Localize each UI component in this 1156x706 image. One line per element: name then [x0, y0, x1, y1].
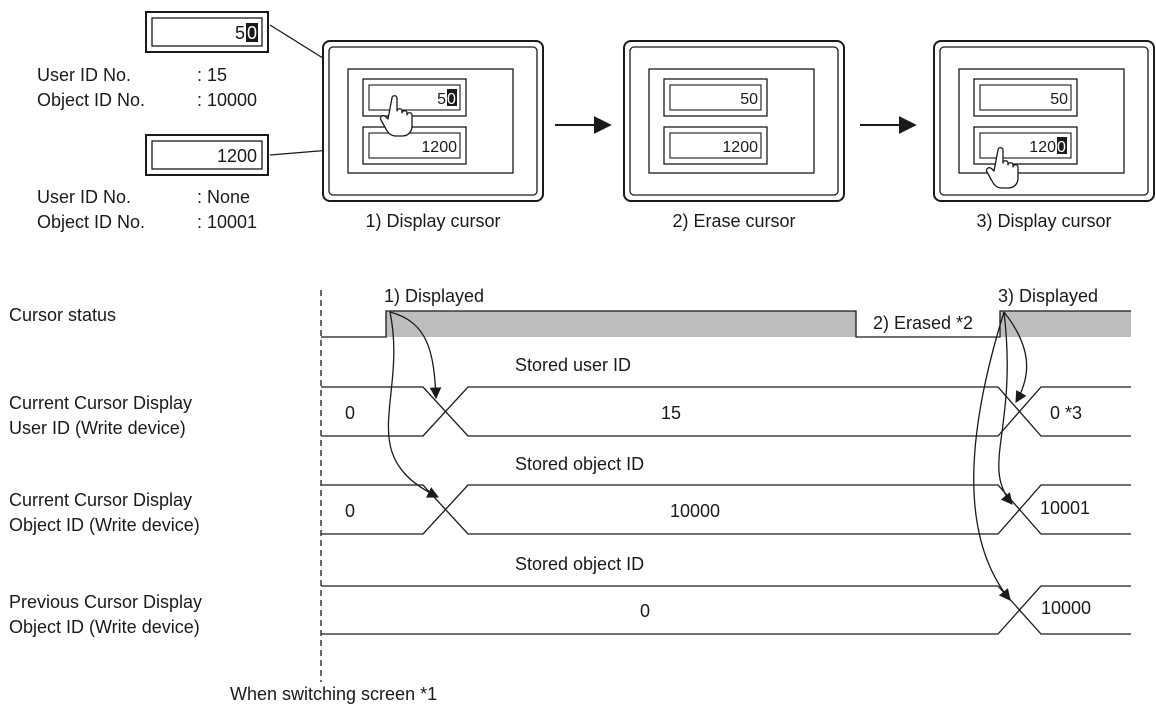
object-id-label: Object ID No. [37, 90, 145, 110]
screen-caption: 1) Display cursor [365, 211, 500, 231]
cursor-status-label: Cursor status [9, 305, 116, 325]
event-label: 3) Displayed [998, 286, 1098, 306]
causal-arrow [998, 311, 1013, 505]
signal-waveform [321, 484, 1131, 535]
field-1-value: 50 [740, 91, 758, 108]
field-2-value: 1200 [722, 139, 758, 156]
causal-arrow [387, 311, 440, 498]
signal-waveform [321, 585, 1131, 635]
user-id-value: : 15 [197, 65, 227, 85]
screen-caption: 3) Display cursor [976, 211, 1111, 231]
signal-label: User ID (Write device) [9, 418, 186, 438]
event-label: 2) Erased *2 [873, 313, 973, 333]
causal-arrow [973, 311, 1011, 601]
field-1-inner [368, 84, 461, 111]
signal-value: 10001 [1040, 498, 1090, 518]
field-2-inner [979, 132, 1072, 159]
status-displayed-band [1000, 311, 1131, 337]
field-2-inner [368, 132, 461, 159]
field-2-cursor-char: 0 [1057, 139, 1066, 156]
signal-waveform [321, 386, 1131, 437]
callout-field-inner [151, 17, 263, 47]
signal-waveform [321, 585, 1131, 635]
user-id-label: User ID No. [37, 187, 131, 207]
signal-note: Stored object ID [515, 454, 644, 474]
signal-label: Object ID (Write device) [9, 617, 200, 637]
signal-note: Stored user ID [515, 355, 631, 375]
screen-1: 5 0 1200 1) Display cursor [322, 40, 544, 231]
field-1-inner [669, 84, 762, 111]
user-id-value: : None [197, 187, 250, 207]
screen-3: 50 120 0 3) Display cursor [933, 40, 1155, 231]
event-label: 1) Displayed [384, 286, 484, 306]
field-2-value: 120 [1029, 139, 1056, 156]
field-1-value: 50 [1050, 91, 1068, 108]
field-1-value: 5 [437, 91, 446, 108]
signal-label: Previous Cursor Display [9, 592, 202, 612]
signal-value: 0 [640, 601, 650, 621]
status-displayed-band [386, 311, 856, 337]
field-2-value: 1200 [421, 139, 457, 156]
callout-object-field: 1200 User ID No. : None Object ID No. : … [37, 134, 269, 232]
signal-value: 0 *3 [1050, 403, 1082, 423]
causal-arrow [389, 311, 442, 400]
field-2-inner [669, 132, 762, 159]
callout-field-value: 5 [235, 23, 245, 43]
signal-value: 15 [661, 403, 681, 423]
object-id-value: : 10001 [197, 212, 257, 232]
signal-waveform [321, 484, 1131, 535]
field-1-inner [979, 84, 1072, 111]
field-1-cursor-char: 0 [447, 91, 456, 108]
cursor-status-waveform [321, 310, 1131, 338]
screen-2: 50 1200 2) Erase cursor [623, 40, 845, 231]
text-cursor-block [1057, 137, 1067, 154]
signal-waveform [321, 386, 1131, 437]
signal-label: Current Cursor Display [9, 393, 192, 413]
signal-label: Object ID (Write device) [9, 515, 200, 535]
signal-value: 10000 [1041, 598, 1091, 618]
user-id-label: User ID No. [37, 65, 131, 85]
object-id-label: Object ID No. [37, 212, 145, 232]
callout-user-field: 5 0 User ID No. : 15 Object ID No. : 100… [37, 11, 269, 110]
causal-arrow [1003, 311, 1028, 404]
callout-field-cursor-char: 0 [247, 23, 257, 43]
signal-value: 0 [345, 403, 355, 423]
signal-value: 10000 [670, 501, 720, 521]
object-id-value: : 10000 [197, 90, 257, 110]
switch-note: When switching screen *1 [230, 684, 437, 704]
signal-label: Current Cursor Display [9, 490, 192, 510]
text-cursor-block [246, 23, 258, 42]
signal-note: Stored object ID [515, 554, 644, 574]
screen-caption: 2) Erase cursor [672, 211, 795, 231]
callout-field-value: 1200 [217, 146, 257, 166]
signal-value: 0 [345, 501, 355, 521]
text-cursor-block [447, 89, 457, 106]
callout-field-inner [151, 140, 263, 170]
